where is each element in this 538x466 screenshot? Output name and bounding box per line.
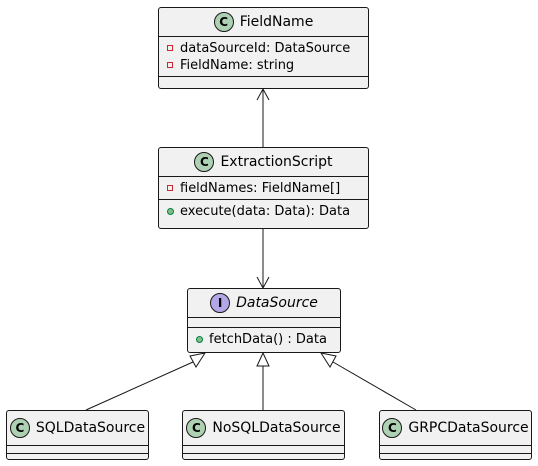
attribute-row: dataSourceId: DataSource bbox=[159, 40, 368, 57]
attribute-text: dataSourceId: DataSource bbox=[180, 41, 351, 56]
private-marker-icon bbox=[166, 57, 176, 74]
attributes-section: fieldNames: FieldName[] bbox=[159, 176, 368, 199]
methods-section: execute(data: Data): Data bbox=[159, 199, 368, 222]
class-spot-icon: C bbox=[186, 418, 207, 438]
interface-spot-icon: I bbox=[210, 293, 231, 313]
class-grpcdatasource: C GRPCDataSource bbox=[379, 410, 532, 460]
methods-section bbox=[7, 453, 148, 461]
private-marker-icon bbox=[166, 40, 176, 57]
edge-sql-inherits bbox=[85, 361, 194, 411]
class-name: ExtractionScript bbox=[220, 154, 333, 170]
interface-datasource: I DataSource fetchData() : Data bbox=[187, 288, 341, 353]
class-header: C SQLDataSource bbox=[7, 411, 148, 445]
class-name: SQLDataSource bbox=[35, 420, 146, 436]
triangle-nosql bbox=[256, 351, 270, 367]
class-header: C NoSQLDataSource bbox=[183, 411, 344, 445]
method-text: execute(data: Data): Data bbox=[180, 204, 351, 219]
attributes-section: dataSourceId: DataSource FieldName: stri… bbox=[159, 36, 368, 76]
class-spot-icon: C bbox=[194, 152, 215, 172]
method-row: execute(data: Data): Data bbox=[159, 203, 368, 220]
class-header: I DataSource bbox=[188, 289, 340, 317]
class-fieldname: C FieldName dataSourceId: DataSource Fie… bbox=[158, 7, 369, 89]
class-header: C FieldName bbox=[159, 8, 368, 36]
class-name: FieldName bbox=[239, 14, 314, 30]
class-header: C ExtractionScript bbox=[159, 148, 368, 176]
class-header: C GRPCDataSource bbox=[380, 411, 531, 445]
class-spot-icon: C bbox=[9, 418, 30, 438]
public-marker-icon bbox=[166, 203, 176, 220]
class-spot-icon: C bbox=[382, 418, 403, 438]
edge-grpc-inherits bbox=[332, 361, 417, 411]
class-name: NoSQLDataSource bbox=[212, 420, 341, 436]
methods-section bbox=[380, 453, 531, 461]
class-nosqldatasource: C NoSQLDataSource bbox=[182, 410, 345, 460]
attributes-section bbox=[188, 317, 340, 327]
method-row: fetchData() : Data bbox=[188, 331, 340, 348]
public-marker-icon bbox=[195, 331, 205, 348]
class-spot-icon: C bbox=[213, 12, 234, 32]
private-marker-icon bbox=[166, 180, 176, 197]
attribute-text: FieldName: string bbox=[180, 58, 295, 73]
attributes-section bbox=[7, 445, 148, 453]
class-name: GRPCDataSource bbox=[408, 420, 529, 436]
methods-section bbox=[159, 76, 368, 86]
method-text: fetchData() : Data bbox=[209, 332, 327, 347]
methods-section: fetchData() : Data bbox=[188, 327, 340, 350]
triangle-sql bbox=[189, 352, 207, 368]
attribute-row: fieldNames: FieldName[] bbox=[159, 180, 368, 197]
attributes-section bbox=[380, 445, 531, 453]
class-name: DataSource bbox=[236, 295, 318, 311]
attributes-section bbox=[183, 445, 344, 453]
class-sqldatasource: C SQLDataSource bbox=[6, 410, 149, 460]
attribute-row: FieldName: string bbox=[159, 57, 368, 74]
triangle-grpc bbox=[319, 352, 337, 368]
methods-section bbox=[183, 453, 344, 461]
class-extractionscript: C ExtractionScript fieldNames: FieldName… bbox=[158, 147, 369, 229]
attribute-text: fieldNames: FieldName[] bbox=[180, 181, 341, 196]
arrowhead-fieldname bbox=[256, 87, 270, 101]
